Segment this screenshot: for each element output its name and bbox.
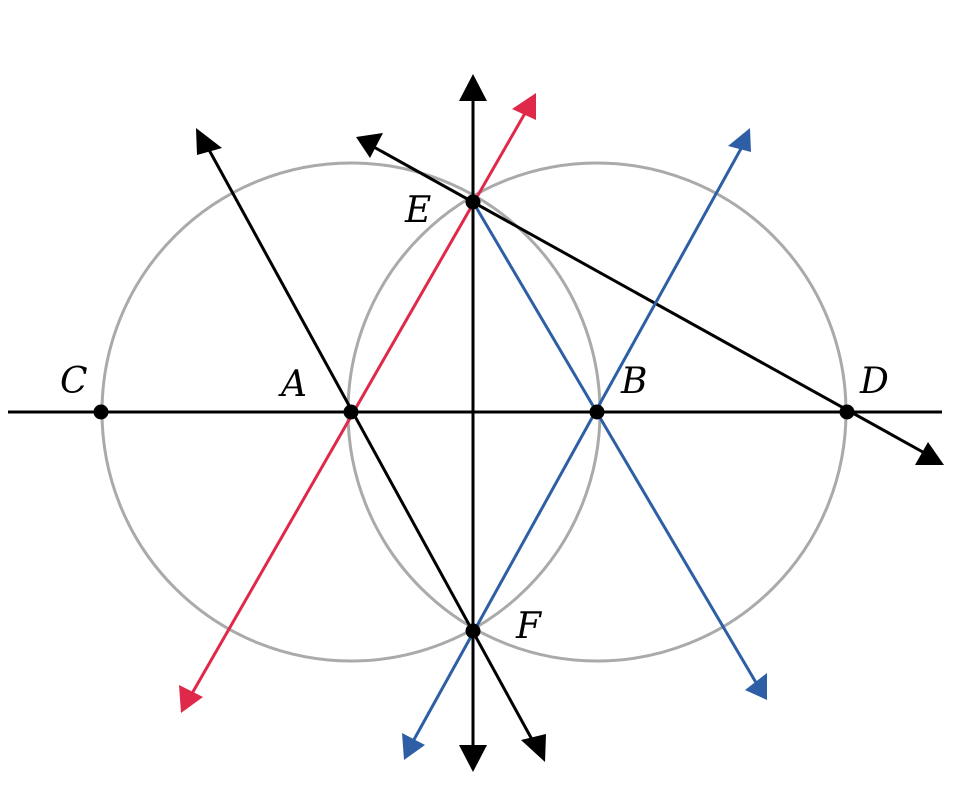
point-e xyxy=(465,194,481,210)
label-d: D xyxy=(859,361,889,402)
arrowhead-red-bottom xyxy=(179,685,203,713)
point-a xyxy=(343,404,359,420)
label-b: B xyxy=(620,361,647,402)
point-c xyxy=(93,404,109,420)
arrowhead-vertical-top xyxy=(459,74,487,101)
line-ed xyxy=(371,144,931,458)
label-c: C xyxy=(60,361,88,402)
arrowhead-vertical-bottom xyxy=(459,745,487,772)
arrowhead-blue-fb-top xyxy=(728,128,751,152)
arrowhead-af-bottom xyxy=(521,734,546,762)
arrowhead-af-top xyxy=(196,128,222,155)
arrowhead-red-top xyxy=(512,93,536,120)
label-e: E xyxy=(404,190,431,231)
arrowhead-ed-top xyxy=(356,133,383,158)
arrowhead-blue-fb-bottom xyxy=(402,733,425,760)
line-af xyxy=(206,147,537,746)
arrowhead-ed-bottom xyxy=(915,442,944,465)
point-d xyxy=(839,404,855,420)
label-f: F xyxy=(515,606,543,647)
line-eb-blue xyxy=(471,201,760,687)
arrowhead-blue-eb-bottom xyxy=(745,673,767,700)
line-fb-blue xyxy=(409,144,745,746)
point-f xyxy=(465,623,481,639)
label-a: A xyxy=(278,364,307,405)
point-b xyxy=(589,404,605,420)
